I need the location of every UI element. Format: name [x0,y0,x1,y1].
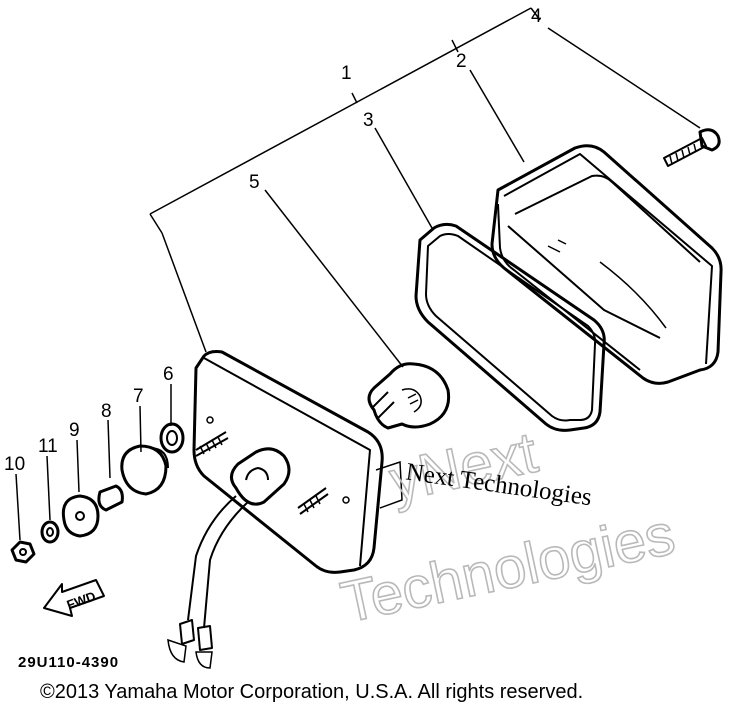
copyright-notice: ©2013 Yamaha Motor Corporation, U.S.A. A… [40,681,583,703]
lens-cover [490,144,723,385]
watermark: yNext Technologies Next Technologies [335,419,681,636]
callout-10: 10 [4,454,25,475]
callout-8: 8 [101,401,112,422]
callout-9: 9 [69,420,80,441]
leader-lines [15,7,701,541]
fwd-arrow: FWD [43,579,105,617]
callout-numbers: 1 2 3 4 5 6 7 8 9 10 11 [4,6,542,475]
bulb [367,362,451,430]
callout-6: 6 [163,364,174,385]
small-parts [10,422,185,564]
callout-7: 7 [133,386,144,407]
callout-1: 1 [341,63,352,84]
diagram-code: 29U110-4390 [18,654,119,671]
socket-wires [167,447,291,669]
callout-5: 5 [249,172,260,193]
housing [192,350,403,574]
callout-4: 4 [531,6,542,27]
callout-11: 11 [38,436,58,457]
watermark-line-2: Technologies [336,501,681,635]
callout-2: 2 [456,51,467,72]
gasket [414,222,606,432]
screw [663,128,721,167]
callout-3: 3 [363,110,374,131]
fwd-label: FWD [65,588,98,612]
